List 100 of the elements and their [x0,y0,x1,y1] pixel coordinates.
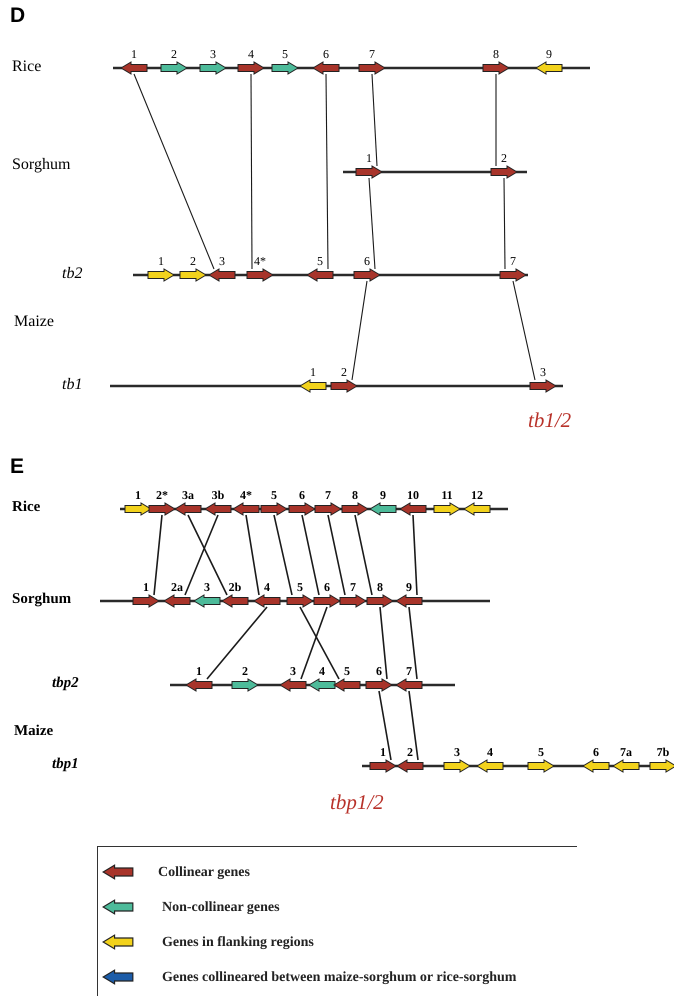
synteny-line [300,606,328,680]
gene-number: 1 [134,489,142,502]
gene-number: 10 [406,489,420,502]
synteny-line [412,514,418,596]
synteny-line [371,74,378,166]
track-label: tb1 [62,376,82,394]
gene-number: 2b [228,581,242,594]
gene-number: 1 [130,48,138,61]
gene-number: 3b [210,489,226,502]
gene-number: 7 [509,255,517,268]
gene-number: 2 [340,366,348,379]
synteny-line [512,280,536,380]
gene-number: 9 [405,581,413,594]
synteny-line [379,606,388,680]
gene-number: 2 [170,48,178,61]
gene-number: 1 [195,665,203,678]
gene-number: 7 [324,489,332,502]
gene-number: 5 [296,581,304,594]
legend-text: Genes in flanking regions [162,935,314,951]
gene-number: 3 [539,366,547,379]
gene-number: 1 [379,746,387,759]
gene-number: 4 [247,48,255,61]
gene-number: 4 [486,746,494,759]
synteny-line [301,514,320,596]
gene-number: 2 [500,152,508,165]
synteny-line [408,690,419,760]
gene-number: 6 [298,489,306,502]
synteny-line [273,514,293,596]
synteny-line [245,514,260,596]
synteny-line [153,514,163,596]
synteny-line [134,74,214,270]
track-label: Sorghum [12,591,72,608]
synteny-line [206,606,268,680]
locus-label: tbp1/2 [330,790,384,815]
gene-number: 3 [203,581,211,594]
gene-number: 11 [440,489,454,502]
gene-number: 2 [241,665,249,678]
panel-letter: D [10,4,26,28]
gene-number: 2a [170,581,184,594]
gene-number: 7 [368,48,376,61]
gene-number: 5 [343,665,351,678]
gene-number: 3 [453,746,461,759]
track-label: tbp2 [52,675,79,692]
track-label: Rice [12,499,40,516]
legend-text: Genes collineared between maize-sorghum or rice-sorghum [162,970,516,986]
gene-number: 6 [375,665,383,678]
gene-number: 6 [363,255,371,268]
gene-number: 6 [323,581,331,594]
gene-number: 8 [351,489,359,502]
synteny-line [351,280,368,380]
gene-number: 3a [181,489,195,502]
gene-number: 6 [592,746,600,759]
track-label: Rice [12,58,42,76]
gene-number: 3 [209,48,217,61]
gene-number: 8 [376,581,384,594]
synteny-line [299,606,340,680]
gene-number: 2 [406,746,414,759]
gene-number: 4* [253,255,267,268]
gene-number: 12 [470,489,484,502]
gene-number: 4* [239,489,253,502]
gene-number: 1 [365,152,373,165]
gene-number: 7b [656,746,670,759]
synteny-line [378,690,392,760]
gene-number: 5 [281,48,289,61]
synteny-line [368,178,376,270]
track-label: Sorghum [12,156,70,174]
gene-number: 9 [379,489,387,502]
gene-number: 7a [619,746,633,759]
synteny-line [250,74,253,269]
gene-number: 8 [492,48,500,61]
synteny-line [503,178,506,269]
synteny-line [408,606,418,680]
gene-number: 7 [349,581,357,594]
gene-number: 1 [309,366,317,379]
synteny-line [495,74,497,166]
gene-number: 5 [316,255,324,268]
gene-number: 2* [155,489,169,502]
synteny-line [327,514,346,596]
legend-text: Non-collinear genes [162,900,280,916]
track-label: tb2 [62,265,82,283]
gene-number: 4 [263,581,271,594]
track-label: Maize [14,313,54,331]
gene-number: 6 [322,48,330,61]
gene-number: 5 [270,489,278,502]
track-label: tbp1 [52,756,79,773]
synteny-line [187,514,228,596]
gene-number: 2 [189,255,197,268]
locus-label: tb1/2 [528,408,572,433]
gene-number: 1 [142,581,150,594]
gene-number: 5 [537,746,545,759]
panel-letter: E [10,455,24,479]
synteny-line [184,514,219,596]
gene-number: 4 [318,665,326,678]
gene-number: 9 [545,48,553,61]
gene-number: 3 [289,665,297,678]
gene-number: 1 [157,255,165,268]
track-label: Maize [14,723,54,740]
synteny-line [354,514,373,596]
synteny-line [325,74,329,269]
gene-number: 3 [218,255,226,268]
